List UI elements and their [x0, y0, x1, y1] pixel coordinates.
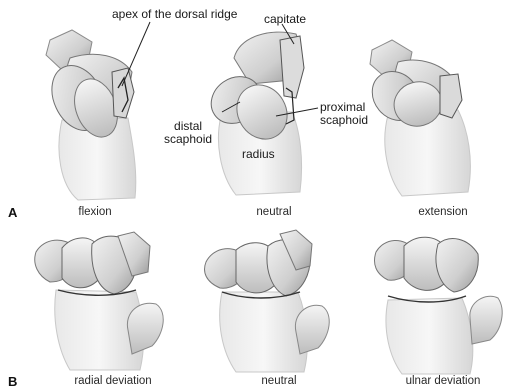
caption-flexion: flexion: [78, 206, 111, 218]
wrist-flexion-model: [42, 30, 136, 200]
wrist-neutral-model-b: [205, 230, 330, 372]
label-apex-of-dorsal-ridge: apex of the dorsal ridge: [112, 8, 237, 21]
caption-neutral-a: neutral: [256, 206, 291, 218]
caption-ulnar-deviation: ulnar deviation: [406, 375, 481, 387]
label-capitate: capitate: [264, 13, 306, 26]
panel-a-letter: A: [8, 205, 17, 220]
wrist-ulnar-deviation-model: [375, 237, 503, 374]
caption-radial-deviation: radial deviation: [74, 375, 151, 387]
panel-b-letter: B: [8, 374, 17, 389]
label-proximal-scaphoid: proximal scaphoid: [320, 101, 368, 127]
wrist-extension-model: [362, 40, 470, 196]
label-radius: radius: [242, 148, 275, 161]
label-distal-scaphoid: distal scaphoid: [164, 120, 212, 146]
wrist-radial-deviation-model: [35, 232, 163, 370]
caption-extension: extension: [418, 206, 467, 218]
caption-neutral-b: neutral: [261, 375, 296, 387]
